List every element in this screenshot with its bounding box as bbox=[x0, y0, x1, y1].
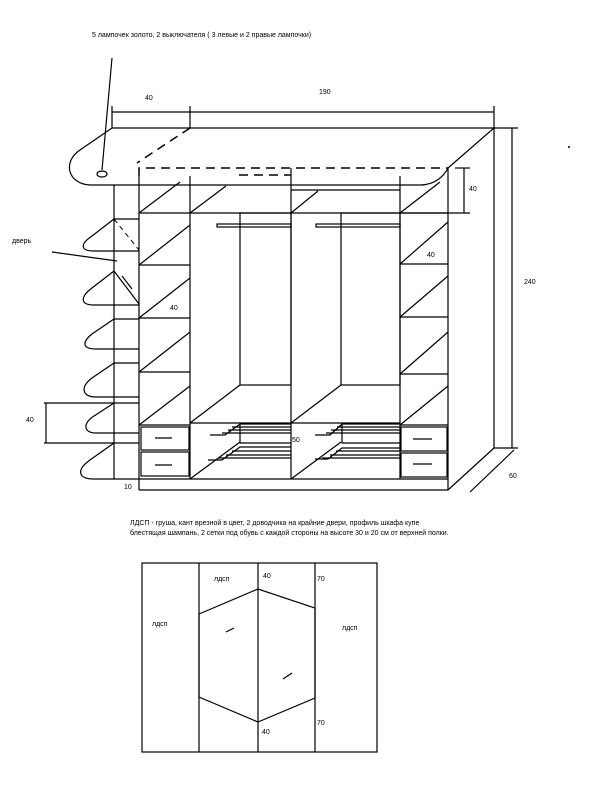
dim-shoe-rack: 50 bbox=[292, 437, 300, 444]
dim-shelf-right: 40 bbox=[427, 252, 435, 259]
right-side-panel bbox=[447, 128, 495, 491]
right-shelves bbox=[399, 221, 449, 478]
door-right-panel-label: лдсп bbox=[342, 625, 358, 632]
door-right-bottom: 70 bbox=[317, 720, 325, 727]
shoe-racks bbox=[189, 423, 400, 480]
top-dimension bbox=[111, 106, 495, 128]
mirror-hexagon bbox=[198, 588, 316, 723]
depth-dimension bbox=[469, 449, 515, 493]
dim-top-compartment: 40 bbox=[469, 186, 477, 193]
dim-top-left: 40 bbox=[145, 95, 153, 102]
left-shelves bbox=[138, 224, 191, 477]
top-compartment-dimension bbox=[400, 167, 470, 214]
materials-note: ЛДСП - груша, кант врезной в цвет, 2 дов… bbox=[130, 520, 449, 537]
dim-plinth: 10 bbox=[124, 484, 132, 491]
hanging-section-right bbox=[290, 212, 401, 424]
height-dimension bbox=[494, 127, 518, 449]
stray-dot bbox=[568, 146, 570, 148]
dim-height: 240 bbox=[524, 279, 536, 286]
door-top-offset: 40 bbox=[263, 573, 271, 580]
hanging-rail bbox=[315, 223, 401, 228]
dim-left-shelf: 40 bbox=[26, 417, 34, 424]
lamp-leader-line bbox=[101, 57, 113, 171]
top-panel bbox=[68, 127, 496, 186]
hanging-rail bbox=[216, 223, 292, 228]
dim-shelf-left: 40 bbox=[170, 305, 178, 312]
drawer bbox=[400, 452, 448, 478]
drawer bbox=[140, 451, 190, 477]
door-leader-line bbox=[51, 251, 118, 262]
door-left-panel-label: лдсп bbox=[152, 621, 168, 628]
lamp-icon bbox=[96, 170, 108, 178]
door-top-panel-label: лдсп bbox=[214, 576, 230, 583]
hanging-section-left bbox=[189, 212, 292, 424]
door-bottom-offset: 40 bbox=[262, 729, 270, 736]
lamps-note: 5 лампочек золото, 2 выключателя ( 3 лев… bbox=[92, 32, 312, 39]
dim-depth: 60 bbox=[509, 473, 517, 480]
left-corner-shelves bbox=[80, 185, 140, 480]
drawer bbox=[400, 426, 448, 452]
door-right-top: 70 bbox=[317, 576, 325, 583]
dim-total-width: 190 bbox=[319, 89, 331, 96]
left-shelf-dimension bbox=[44, 402, 114, 444]
door-plan bbox=[141, 562, 378, 753]
drawer bbox=[140, 426, 190, 451]
door-label: дверь bbox=[12, 238, 32, 245]
